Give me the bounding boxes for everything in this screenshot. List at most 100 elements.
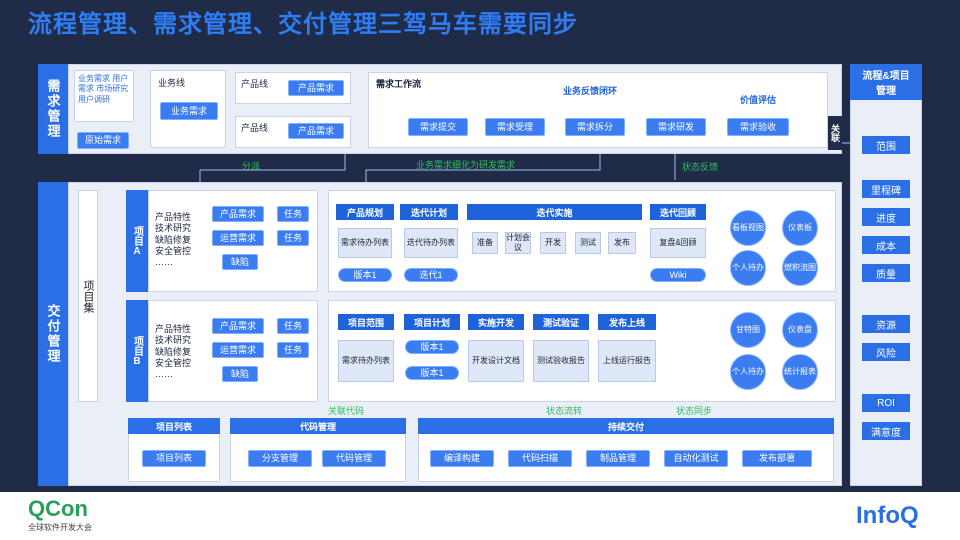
demand-management-label: 需求管理: [38, 64, 68, 154]
project-a-step-prepare[interactable]: 准备: [472, 232, 498, 254]
project-a-task-2[interactable]: 任务: [277, 230, 309, 246]
project-b-phase-dev[interactable]: 实施开发: [468, 314, 524, 330]
footer: [0, 492, 960, 540]
project-b-task-2[interactable]: 任务: [277, 342, 309, 358]
delivery-management-label: 交付管理: [38, 182, 68, 486]
project-a-wiki[interactable]: Wiki: [650, 268, 706, 282]
project-a-kanban-view[interactable]: 看板视图: [730, 210, 766, 246]
project-a-product-demand[interactable]: 产品需求: [212, 206, 264, 222]
step-submit-button[interactable]: 需求提交: [408, 118, 468, 136]
project-b-phase-plan[interactable]: 项目计划: [404, 314, 460, 330]
right-item-quality[interactable]: 质量: [862, 264, 910, 282]
right-item-scope[interactable]: 范围: [862, 136, 910, 154]
project-b-stats-report[interactable]: 统计报表: [782, 354, 818, 390]
project-a-step-release[interactable]: 发布: [608, 232, 636, 254]
right-item-resource[interactable]: 资源: [862, 315, 910, 333]
biz-demand-button[interactable]: 业务需求: [160, 102, 218, 120]
project-b-design-doc[interactable]: 开发设计文档: [468, 340, 524, 382]
product-demand-button-2[interactable]: 产品需求: [288, 123, 344, 139]
project-b-version-1a[interactable]: 版本1: [405, 340, 459, 354]
project-a-iteration-backlog[interactable]: 迭代待办列表: [404, 228, 458, 258]
project-set-label: 项目集: [78, 190, 98, 402]
right-item-satisfaction[interactable]: 满意度: [862, 422, 910, 440]
workflow-label: 需求工作流: [376, 79, 422, 89]
page-title: 流程管理、需求管理、交付管理三驾马车需要同步: [28, 11, 578, 38]
project-b-phase-test[interactable]: 测试验证: [533, 314, 589, 330]
branch-mgmt-button[interactable]: 分支管理: [248, 450, 312, 467]
right-item-progress[interactable]: 进度: [862, 208, 910, 226]
infoq-logo: InfoQ: [856, 502, 919, 529]
project-a-iteration-1[interactable]: 迭代1: [404, 268, 458, 282]
code-mgmt-header: 代码管理: [230, 418, 406, 434]
project-list-button[interactable]: 项目列表: [142, 450, 206, 467]
project-b-phase-scope[interactable]: 项目范围: [338, 314, 394, 330]
project-b-version-1b[interactable]: 版本1: [405, 366, 459, 380]
project-a-backlog[interactable]: 需求待办列表: [338, 228, 392, 258]
project-b-ops-demand[interactable]: 运营需求: [212, 342, 264, 358]
project-a-step-planning-meeting[interactable]: 计划会议: [505, 232, 531, 254]
annotation-dispatch: 分派: [242, 161, 261, 171]
project-a-phase-implementation[interactable]: 迭代实施: [467, 204, 642, 220]
project-a-version-1[interactable]: 版本1: [338, 268, 392, 282]
right-item-milestone[interactable]: 里程碑: [862, 180, 910, 198]
project-a-phase-review[interactable]: 迭代回顾: [650, 204, 706, 220]
right-item-cost[interactable]: 成本: [862, 236, 910, 254]
artifact-mgmt-button[interactable]: 制品管理: [586, 450, 650, 467]
annotation-status-feedback: 状态反馈: [682, 162, 719, 172]
cd-header: 持续交付: [418, 418, 834, 434]
project-a-dashboard[interactable]: 仪表板: [782, 210, 818, 246]
project-b-phase-release[interactable]: 发布上线: [598, 314, 656, 330]
project-b-personal-todo[interactable]: 个人待办: [730, 354, 766, 390]
project-b-backlog[interactable]: 需求待办列表: [338, 340, 394, 382]
qcon-subtitle: 全球软件开发大会: [28, 523, 92, 532]
qcon-logo: QCon: [28, 496, 88, 521]
project-b-task-1[interactable]: 任务: [277, 318, 309, 334]
project-b-gantt[interactable]: 甘特图: [730, 312, 766, 348]
annotation-link-code: 关联代码: [328, 406, 365, 416]
demand-sources-text: 业务需求 用户需求 市场研究 用户调研: [78, 74, 129, 104]
project-a-step-test[interactable]: 测试: [575, 232, 601, 254]
product-demand-button-1[interactable]: 产品需求: [288, 80, 344, 96]
right-item-roi[interactable]: ROI: [862, 394, 910, 412]
step-accept-button[interactable]: 需求受理: [485, 118, 545, 136]
build-button[interactable]: 编译构建: [430, 450, 494, 467]
feedback-loop-label: 业务反馈闭环: [563, 86, 618, 96]
right-header: 流程&项目管理: [850, 64, 922, 100]
project-a-label: 项目A: [126, 190, 148, 292]
project-b-product-demand[interactable]: 产品需求: [212, 318, 264, 334]
step-split-button[interactable]: 需求拆分: [565, 118, 625, 136]
project-a-personal-todo[interactable]: 个人待办: [730, 250, 766, 286]
project-a-step-develop[interactable]: 开发: [540, 232, 566, 254]
project-a-features: 产品特性 技术研究 缺陷修复 安全管控 ……: [155, 212, 192, 267]
project-b-test-report[interactable]: 测试验收报告: [533, 340, 589, 382]
raw-demand-button[interactable]: 原始需求: [77, 132, 129, 149]
project-a-retro[interactable]: 复盘&回顾: [650, 228, 706, 258]
annotation-status-flow: 状态流转: [546, 406, 583, 416]
project-b-bug[interactable]: 缺陷: [222, 366, 258, 382]
project-a-phase-iteration-plan[interactable]: 迭代计划: [400, 204, 458, 220]
project-a-task-1[interactable]: 任务: [277, 206, 309, 222]
project-a-cfd[interactable]: 燃积流图: [782, 250, 818, 286]
project-b-label: 项目B: [126, 300, 148, 402]
annotation-status-sync: 状态同步: [676, 406, 713, 416]
project-list-header: 项目列表: [128, 418, 220, 434]
productline-label-1: 产品线: [241, 79, 269, 89]
productline-label-2: 产品线: [241, 123, 269, 133]
demand-sources-box: 业务需求 用户需求 市场研究 用户调研: [74, 70, 134, 122]
value-eval-label: 价值评估: [740, 95, 777, 105]
right-item-risk[interactable]: 风险: [862, 343, 910, 361]
project-b-features: 产品特性 技术研究 缺陷修复 安全管控 ……: [155, 324, 192, 379]
code-scan-button[interactable]: 代码扫描: [508, 450, 572, 467]
auto-test-button[interactable]: 自动化测试: [664, 450, 728, 467]
project-a-bug[interactable]: 缺陷: [222, 254, 258, 270]
deploy-button[interactable]: 发布部署: [742, 450, 812, 467]
project-a-ops-demand[interactable]: 运营需求: [212, 230, 264, 246]
code-mgmt-button[interactable]: 代码管理: [322, 450, 386, 467]
link-label: 关联: [828, 116, 842, 150]
step-verify-button[interactable]: 需求验收: [727, 118, 789, 136]
project-b-release-report[interactable]: 上线运行报告: [598, 340, 656, 382]
project-a-phase-planning[interactable]: 产品规划: [336, 204, 394, 220]
bizline-label: 业务线: [158, 78, 186, 88]
project-b-dashboard[interactable]: 仪表盘: [782, 312, 818, 348]
step-develop-button[interactable]: 需求研发: [646, 118, 706, 136]
